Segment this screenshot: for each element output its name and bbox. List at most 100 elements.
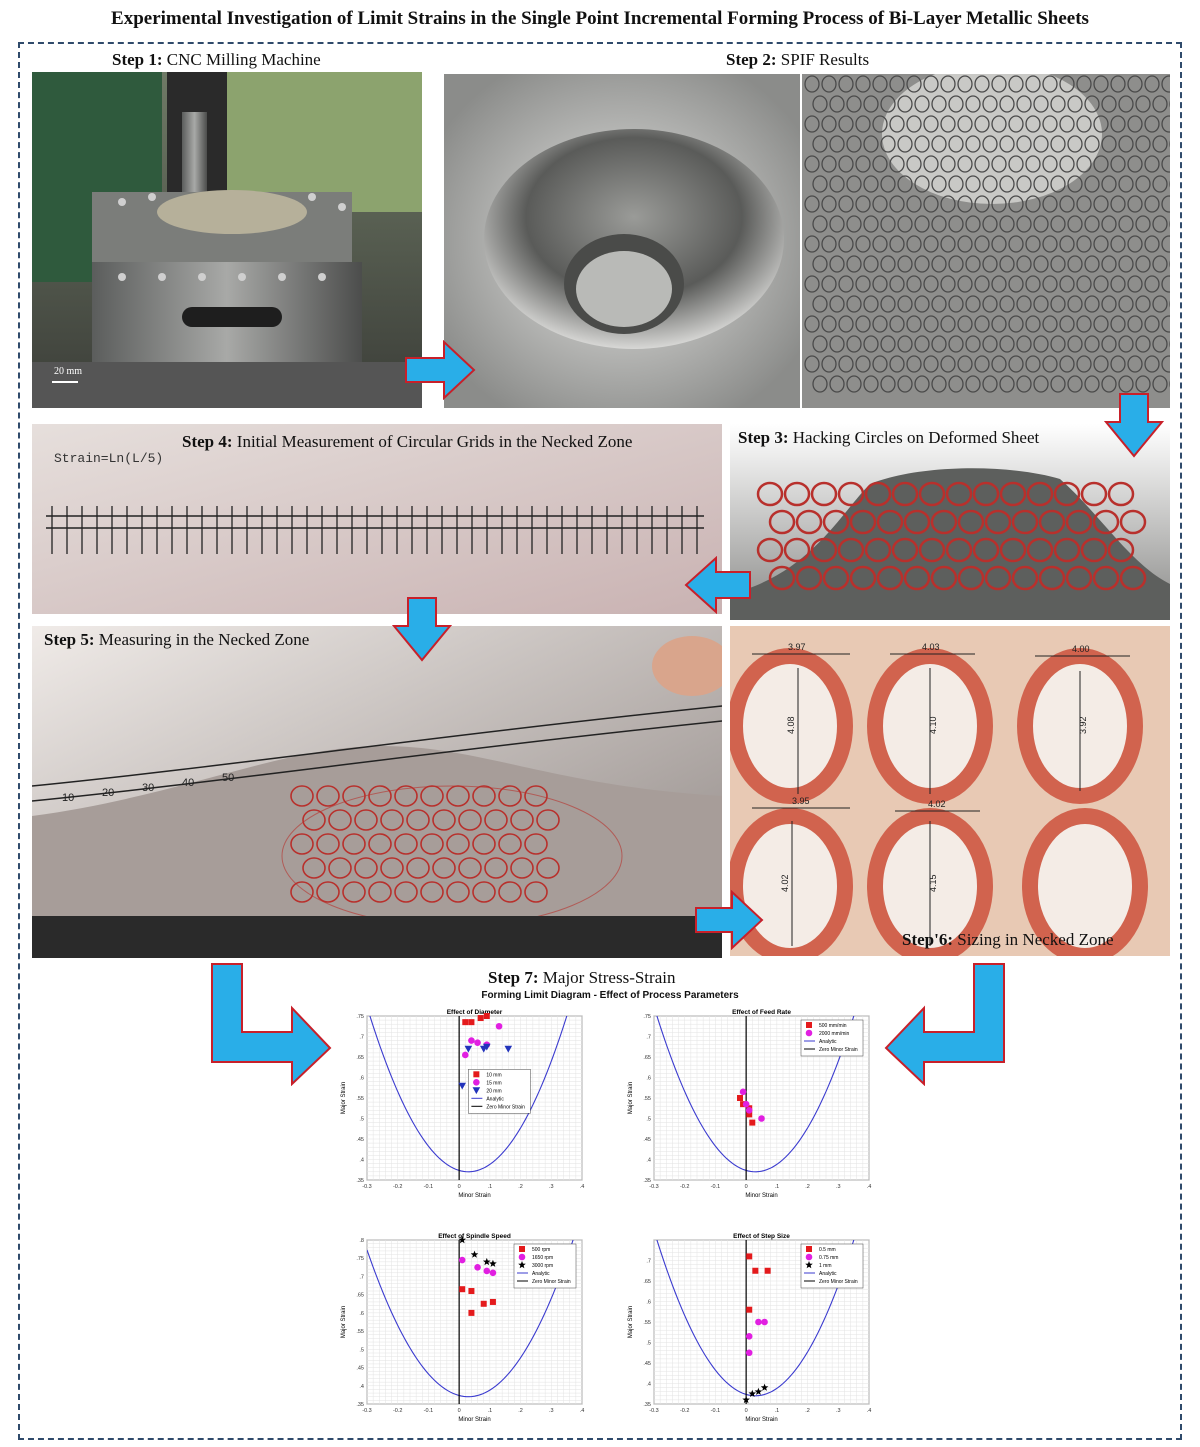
- legend-marker: [473, 1071, 480, 1078]
- ruler-number: 40: [182, 777, 194, 789]
- legend-label: Analytic: [819, 1039, 837, 1045]
- x-tick-label: -0.3: [649, 1184, 658, 1190]
- x-tick-label: -0.2: [393, 1184, 402, 1190]
- step6-label: Step'6: Sizing in Necked Zone: [902, 930, 1114, 949]
- y-tick-label: .8: [359, 1238, 364, 1244]
- workflow-frame: [18, 42, 1182, 1440]
- arrow-left-icon: [684, 556, 751, 614]
- chart-title: Effect of Feed Rate: [732, 1009, 791, 1016]
- legend-marker: [805, 1261, 813, 1269]
- legend-marker: [518, 1261, 526, 1269]
- data-point: [760, 1383, 769, 1391]
- y-tick-label: .55: [643, 1096, 651, 1102]
- legend-label: 500 mm/min: [819, 1023, 847, 1029]
- data-point: [748, 1389, 757, 1397]
- y-tick-label: .45: [356, 1366, 364, 1372]
- data-point: [458, 1256, 466, 1264]
- x-tick-label: .4: [580, 1184, 585, 1190]
- initial-measurement-photo: Strain=Ln(L/5): [32, 424, 722, 614]
- y-tick-label: .75: [356, 1256, 364, 1262]
- data-point: [474, 1039, 481, 1046]
- y-tick-label: .6: [646, 1300, 651, 1306]
- legend-label: 10 mm: [486, 1072, 501, 1078]
- data-point: [745, 1349, 753, 1357]
- x-axis-label: Minor Strain: [745, 1417, 777, 1423]
- data-point: [480, 1300, 487, 1307]
- data-point: [482, 1257, 491, 1266]
- x-axis-label: Minor Strain: [458, 1417, 490, 1423]
- cnc-machine-photo: 20 mm: [32, 72, 422, 408]
- x-tick-label: -0.1: [711, 1184, 720, 1190]
- y-tick-label: .35: [643, 1178, 651, 1184]
- y-tick-label: .6: [359, 1076, 364, 1082]
- data-point: [754, 1387, 763, 1395]
- y-axis-label: Major Strain: [628, 1306, 634, 1338]
- x-tick-label: 0: [458, 1184, 461, 1190]
- data-point: [458, 1082, 467, 1090]
- ruler-number: 10: [62, 792, 74, 804]
- data-point: [742, 1395, 750, 1404]
- y-tick-label: .5: [359, 1117, 364, 1123]
- arrow-right-icon: [695, 890, 764, 950]
- y-tick-label: .35: [356, 1402, 364, 1408]
- hacking-circles-photo: [730, 424, 1170, 620]
- data-point: [489, 1259, 497, 1267]
- page-title: Experimental Investigation of Limit Stra…: [111, 8, 1089, 29]
- data-point: [752, 1267, 759, 1274]
- fld-main-title: Forming Limit Diagram - Effect of Proces…: [481, 990, 739, 1001]
- data-point: [464, 1045, 473, 1053]
- data-point: [504, 1045, 513, 1053]
- legend-label: Zero Minor Strain: [819, 1279, 858, 1285]
- x-tick-label: -0.3: [362, 1184, 371, 1190]
- width-measure: 4.03: [922, 642, 940, 652]
- legend-label: 15 mm: [486, 1080, 501, 1086]
- x-tick-label: 0: [745, 1184, 748, 1190]
- data-point: [745, 1107, 753, 1114]
- y-axis-label: Major Strain: [341, 1082, 347, 1114]
- x-axis-label: Minor Strain: [458, 1193, 490, 1199]
- y-tick-label: .55: [643, 1320, 651, 1326]
- legend-label: Zero Minor Strain: [486, 1104, 525, 1110]
- width-measure: 4.00: [1072, 644, 1090, 654]
- x-tick-label: .2: [518, 1184, 523, 1190]
- x-tick-label: .4: [867, 1408, 872, 1414]
- data-point: [749, 1119, 756, 1126]
- y-tick-label: .45: [643, 1361, 651, 1367]
- y-tick-label: .4: [646, 1158, 651, 1164]
- y-tick-label: .6: [359, 1311, 364, 1317]
- step7-label: Step 7: Major Stress-Strain: [488, 968, 676, 987]
- x-tick-label: -0.1: [424, 1184, 433, 1190]
- spif-grid-photo: [802, 74, 1170, 408]
- legend-label: 0.75 mm: [819, 1255, 838, 1261]
- x-tick-label: .3: [549, 1184, 554, 1190]
- legend-label: 1650 rpm: [532, 1255, 553, 1261]
- curved-arrow-right-icon: [211, 963, 332, 1086]
- data-point: [483, 1267, 491, 1275]
- data-point: [482, 1043, 491, 1051]
- chart-title: Effect of Spindle Speed: [438, 1233, 511, 1240]
- ruler-number: 30: [142, 782, 154, 794]
- y-tick-label: .55: [356, 1329, 364, 1335]
- chart-title: Effect of Step Size: [733, 1233, 790, 1240]
- data-point: [468, 1037, 475, 1044]
- data-point: [468, 1019, 475, 1026]
- legend-label: Zero Minor Strain: [819, 1047, 858, 1053]
- y-tick-label: .65: [643, 1279, 651, 1285]
- ruler-number: 20: [102, 787, 114, 799]
- data-point: [742, 1100, 750, 1108]
- x-tick-label: -0.3: [362, 1408, 371, 1414]
- data-point: [746, 1306, 753, 1313]
- necked-zone-measuring-photo: 10 20 30 40 50: [32, 626, 722, 958]
- y-tick-label: .4: [646, 1382, 651, 1388]
- y-tick-label: .7: [646, 1035, 651, 1041]
- y-tick-label: .65: [356, 1055, 364, 1061]
- y-tick-label: .6: [646, 1076, 651, 1082]
- y-tick-label: .5: [646, 1341, 651, 1347]
- x-tick-label: .2: [518, 1408, 523, 1414]
- width-measure: 3.95: [792, 796, 810, 806]
- y-tick-label: .7: [646, 1259, 651, 1265]
- x-tick-label: 0: [745, 1408, 748, 1414]
- y-tick-label: .75: [643, 1014, 651, 1020]
